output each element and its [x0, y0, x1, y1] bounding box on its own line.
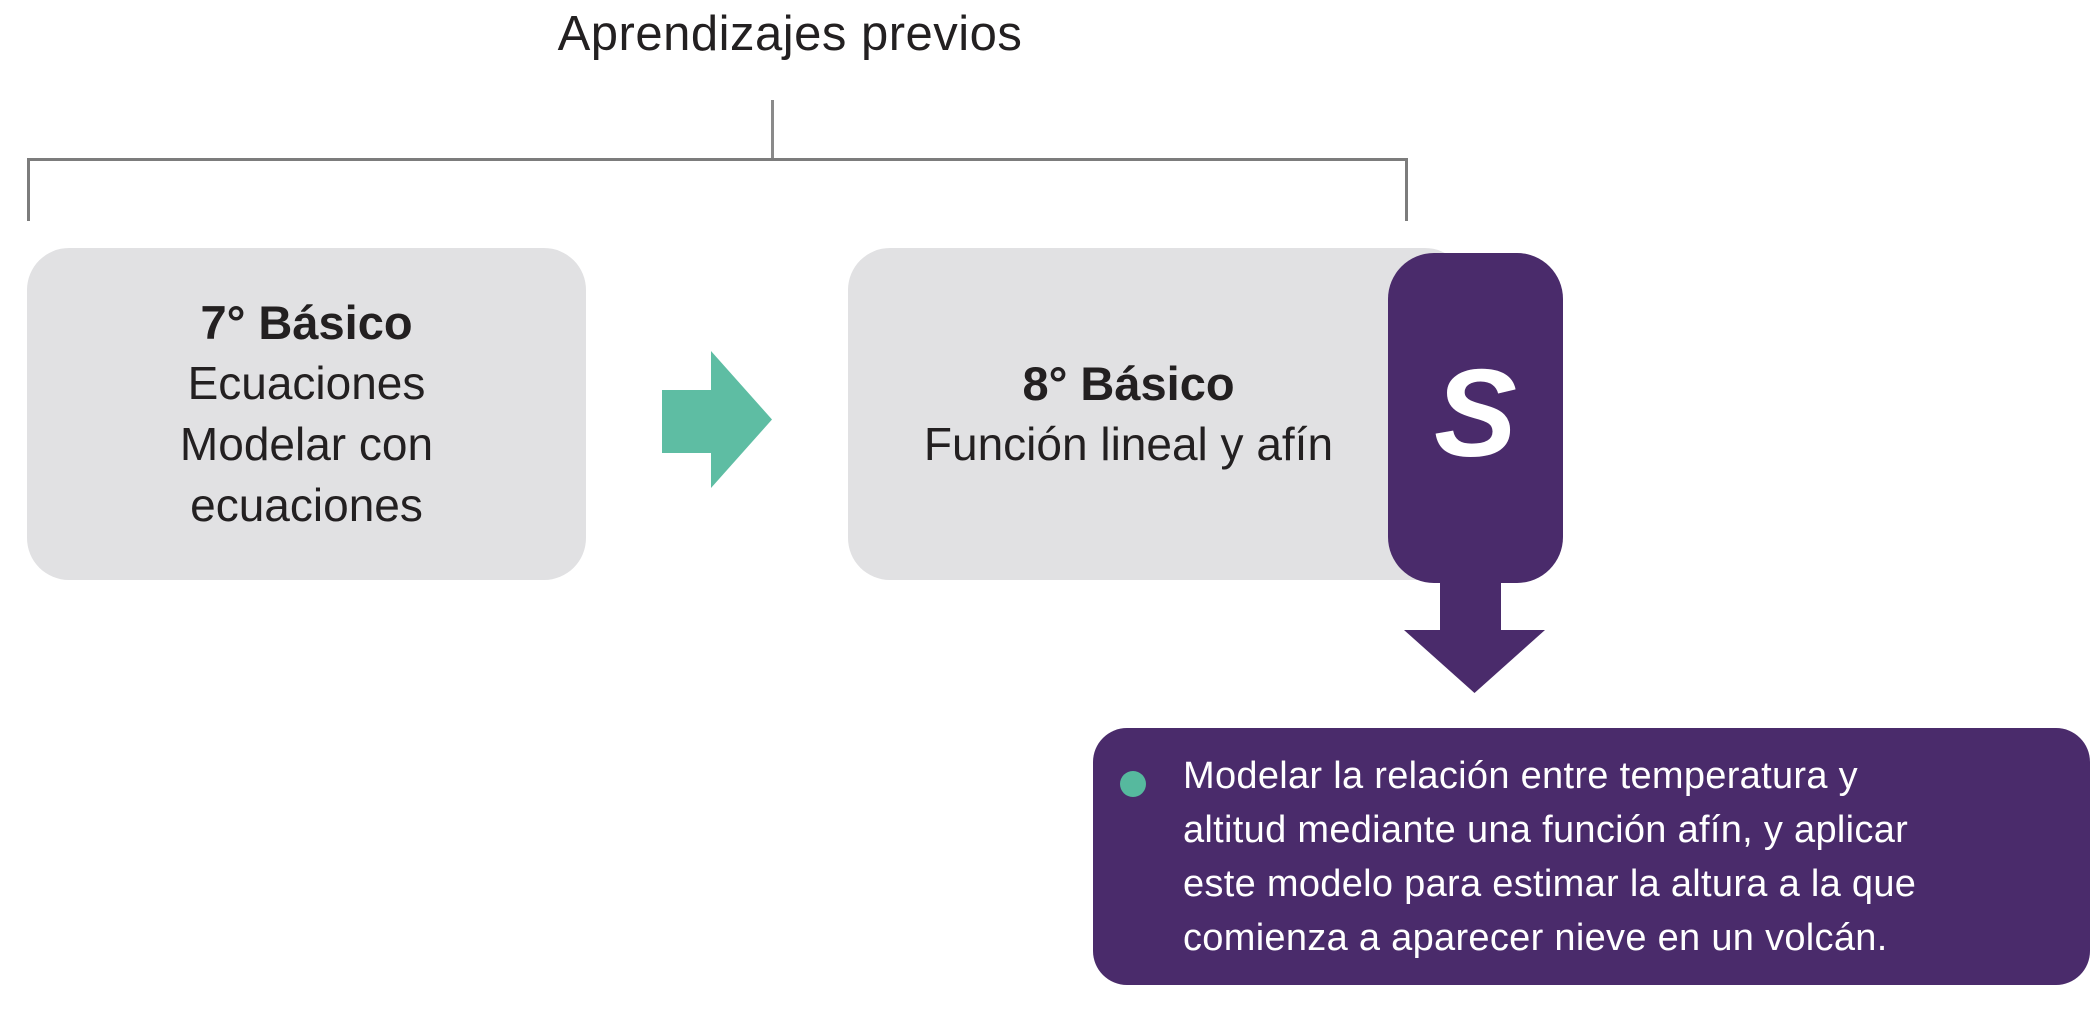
- s-badge-letter: S: [1434, 345, 1517, 483]
- grade8-heading: 8° Básico: [1022, 357, 1235, 410]
- diagram-title: Aprendizajes previos: [557, 7, 1023, 61]
- bracket-right-tick: [1405, 158, 1408, 221]
- down-arrow-stem: [1440, 575, 1501, 632]
- bullet-dot-icon: [1120, 771, 1146, 797]
- grade7-box: 7° Básico Ecuaciones Modelar con ecuacio…: [27, 248, 586, 580]
- objective-line-3: este modelo para estimar la altura a la …: [1183, 863, 1917, 905]
- grade8-box: 8° Básico Función lineal y afín: [848, 248, 1467, 580]
- s-badge: S: [1388, 253, 1563, 583]
- objective-line-2: altitud mediante una función afín, y apl…: [1183, 809, 1909, 851]
- bracket-horizontal-line: [27, 158, 1408, 161]
- right-arrow-icon: [662, 351, 772, 488]
- bracket-left-tick: [27, 158, 30, 221]
- objective-line-1: Modelar la relación entre temperatura y: [1183, 755, 1858, 797]
- grade7-heading: 7° Básico: [200, 296, 413, 349]
- grade7-line-3: ecuaciones: [190, 479, 423, 531]
- objective-line-4: comienza a aparecer nieve en un volcán.: [1183, 917, 1888, 959]
- grade8-line-1: Función lineal y afín: [923, 418, 1334, 470]
- objective-text: Modelar la relación entre temperatura y …: [1183, 749, 1916, 965]
- objective-box: Modelar la relación entre temperatura y …: [1093, 728, 2090, 985]
- title-connector-line: [771, 100, 774, 160]
- grade7-line-2: Modelar con: [179, 418, 434, 470]
- grade7-line-1: Ecuaciones: [187, 357, 426, 409]
- down-arrow-icon: [1404, 630, 1545, 693]
